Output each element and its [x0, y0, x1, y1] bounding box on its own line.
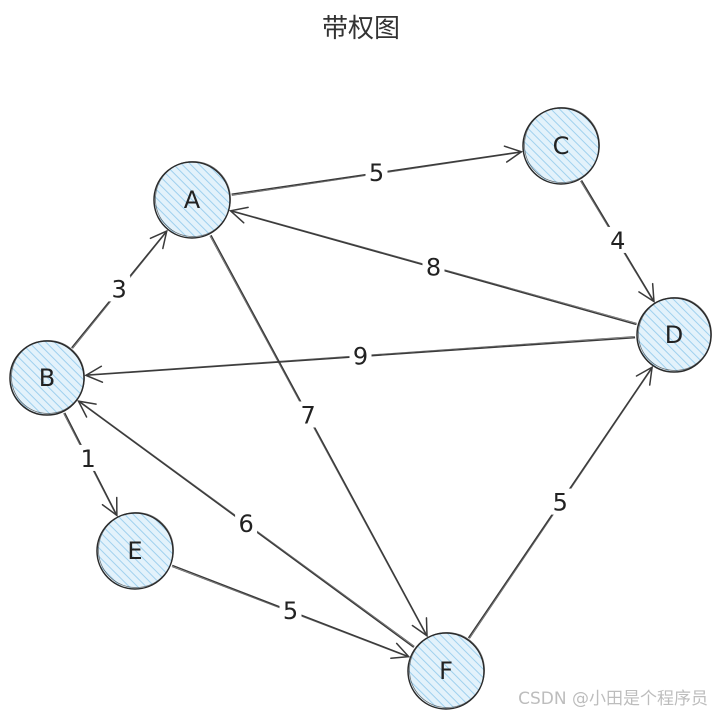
edge-B-A: 3	[71, 229, 168, 349]
arrowhead	[84, 365, 104, 383]
arrowhead	[77, 400, 97, 418]
node-circle	[153, 161, 231, 239]
node-circle-sketch	[11, 340, 85, 414]
edge-D-A: 8	[228, 206, 637, 326]
arrowhead	[638, 282, 655, 303]
node-B: B	[9, 340, 85, 416]
edge-weight-label: 5	[553, 489, 568, 517]
weight-label-bg	[279, 597, 302, 623]
node-label: A	[184, 186, 201, 214]
edge-line	[210, 234, 428, 637]
edge-F-D: 5	[467, 365, 654, 639]
arrowhead	[101, 496, 118, 517]
node-label: D	[665, 321, 683, 349]
edge-weight-label: 5	[283, 597, 298, 625]
weight-label-bg	[108, 275, 131, 302]
node-circle	[9, 340, 85, 416]
weight-label-bg	[606, 226, 629, 253]
node-label: F	[439, 657, 453, 685]
arrowhead	[149, 229, 168, 250]
node-circle	[636, 297, 712, 373]
node-circle-sketch	[524, 107, 600, 183]
node-circle	[522, 107, 600, 185]
node-label: E	[127, 537, 142, 565]
node-circle	[96, 512, 174, 590]
edge-weight-label: 5	[369, 159, 384, 187]
edge-weight-label: 3	[112, 275, 127, 303]
edge-weight-label: 1	[81, 445, 96, 473]
weight-label-bg	[422, 253, 445, 280]
arrowhead	[411, 617, 428, 638]
node-label: C	[553, 132, 570, 160]
edge-D-B: 9	[84, 335, 636, 383]
node-circle-sketch	[638, 297, 712, 371]
edge-A-C: 5	[231, 145, 524, 196]
edge-line-sketch	[209, 235, 427, 637]
edges-layer: 5 4 8 9 3 7 1 6 5 5	[63, 145, 655, 660]
node-label: B	[39, 364, 55, 392]
weight-label-bg	[365, 159, 388, 185]
weight-label-bg	[77, 444, 100, 471]
arrowhead	[390, 642, 411, 660]
node-C: C	[522, 107, 600, 185]
nodes-layer: A B C D E F	[9, 107, 712, 710]
arrowhead	[503, 145, 524, 163]
node-circle-sketch	[409, 632, 485, 708]
edge-A-F: 7	[209, 234, 428, 638]
arrowhead	[635, 365, 654, 386]
edge-E-F: 5	[171, 564, 411, 660]
edge-C-D: 4	[580, 179, 655, 303]
node-A: A	[153, 161, 231, 239]
node-D: D	[636, 297, 712, 373]
node-F: F	[407, 632, 485, 710]
node-circle	[407, 632, 485, 710]
watermark: CSDN @小田是个程序员	[518, 689, 708, 709]
node-circle-sketch	[98, 512, 174, 588]
node-circle-sketch	[155, 161, 231, 237]
arrowhead	[228, 206, 249, 224]
weight-label-bg	[349, 342, 372, 369]
weight-label-bg	[297, 401, 320, 428]
edge-weight-label: 7	[301, 401, 316, 429]
diagram-title: 带权图	[321, 14, 400, 44]
edge-weight-label: 4	[610, 227, 625, 255]
weight-label-bg	[549, 488, 572, 515]
edge-weight-label: 9	[353, 343, 368, 371]
node-E: E	[96, 512, 174, 590]
edge-weight-label: 6	[238, 510, 253, 538]
weight-label-bg	[235, 510, 258, 537]
edge-B-E: 1	[63, 412, 118, 517]
edge-F-B: 6	[77, 400, 415, 648]
edge-weight-label: 8	[426, 254, 441, 282]
